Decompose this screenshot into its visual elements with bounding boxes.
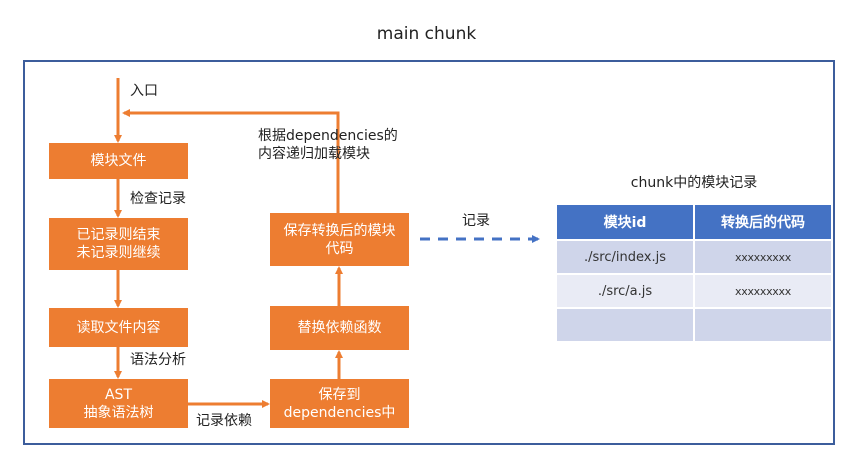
box-ast-line2: 抽象语法树: [83, 404, 154, 421]
diagram-title: main chunk: [376, 24, 477, 44]
box-ast: AST 抽象语法树: [49, 379, 188, 428]
box-read-content-text: 读取文件内容: [76, 319, 161, 336]
table-row: ./src/index.js xxxxxxxxx: [555, 239, 833, 275]
cell-code: xxxxxxxxx: [693, 239, 833, 275]
cell-code: xxxxxxxxx: [693, 273, 833, 309]
box-record-check-line1: 已记录则结束: [76, 227, 161, 243]
table-row: [555, 307, 833, 343]
main-chunk-frame: [23, 60, 835, 445]
box-record-check-line2: 未记录则继续: [76, 245, 161, 261]
table-title: chunk中的模块记录: [630, 175, 758, 191]
table-row: ./src/a.js xxxxxxxxx: [555, 273, 833, 309]
header-transformed-code: 转换后的代码: [693, 203, 833, 241]
cell-module-id: ./src/a.js: [555, 273, 695, 309]
box-save-code-text: 保存转换后的模块代码: [283, 222, 396, 257]
box-module-file: 模块文件: [49, 143, 188, 179]
label-recursive-line2: 内容递归加载模块: [258, 146, 370, 162]
box-save-code: 保存转换后的模块代码: [270, 213, 409, 266]
label-parse: 语法分析: [130, 352, 186, 368]
cell-code: [693, 307, 833, 343]
cell-module-id: [555, 307, 695, 343]
label-recursive-line1: 根据dependencies的: [258, 128, 398, 144]
box-record-check: 已记录则结束 未记录则继续: [49, 218, 188, 270]
box-save-dependencies-line1: 保存到: [318, 386, 361, 403]
arrow-recursive-load: [122, 109, 340, 213]
box-module-file-text: 模块文件: [90, 153, 147, 169]
cell-module-id: ./src/index.js: [555, 239, 695, 275]
box-ast-line1: AST: [104, 386, 132, 403]
table-header-row: 模块id 转换后的代码: [555, 203, 833, 241]
entry-label: 入口: [130, 83, 158, 99]
box-save-dependencies: 保存到 dependencies中: [270, 379, 409, 428]
header-module-id: 模块id: [555, 203, 695, 241]
module-record-table: 模块id 转换后的代码 ./src/index.js xxxxxxxxx ./s…: [555, 203, 833, 343]
label-record: 记录: [462, 213, 490, 229]
box-save-dependencies-line2: dependencies中: [283, 404, 396, 421]
box-replace-deps-text: 替换依赖函数: [297, 320, 382, 336]
box-replace-deps: 替换依赖函数: [270, 306, 409, 350]
label-record-deps: 记录依赖: [196, 413, 252, 429]
box-read-content: 读取文件内容: [49, 308, 188, 347]
label-check-record: 检查记录: [130, 191, 186, 207]
